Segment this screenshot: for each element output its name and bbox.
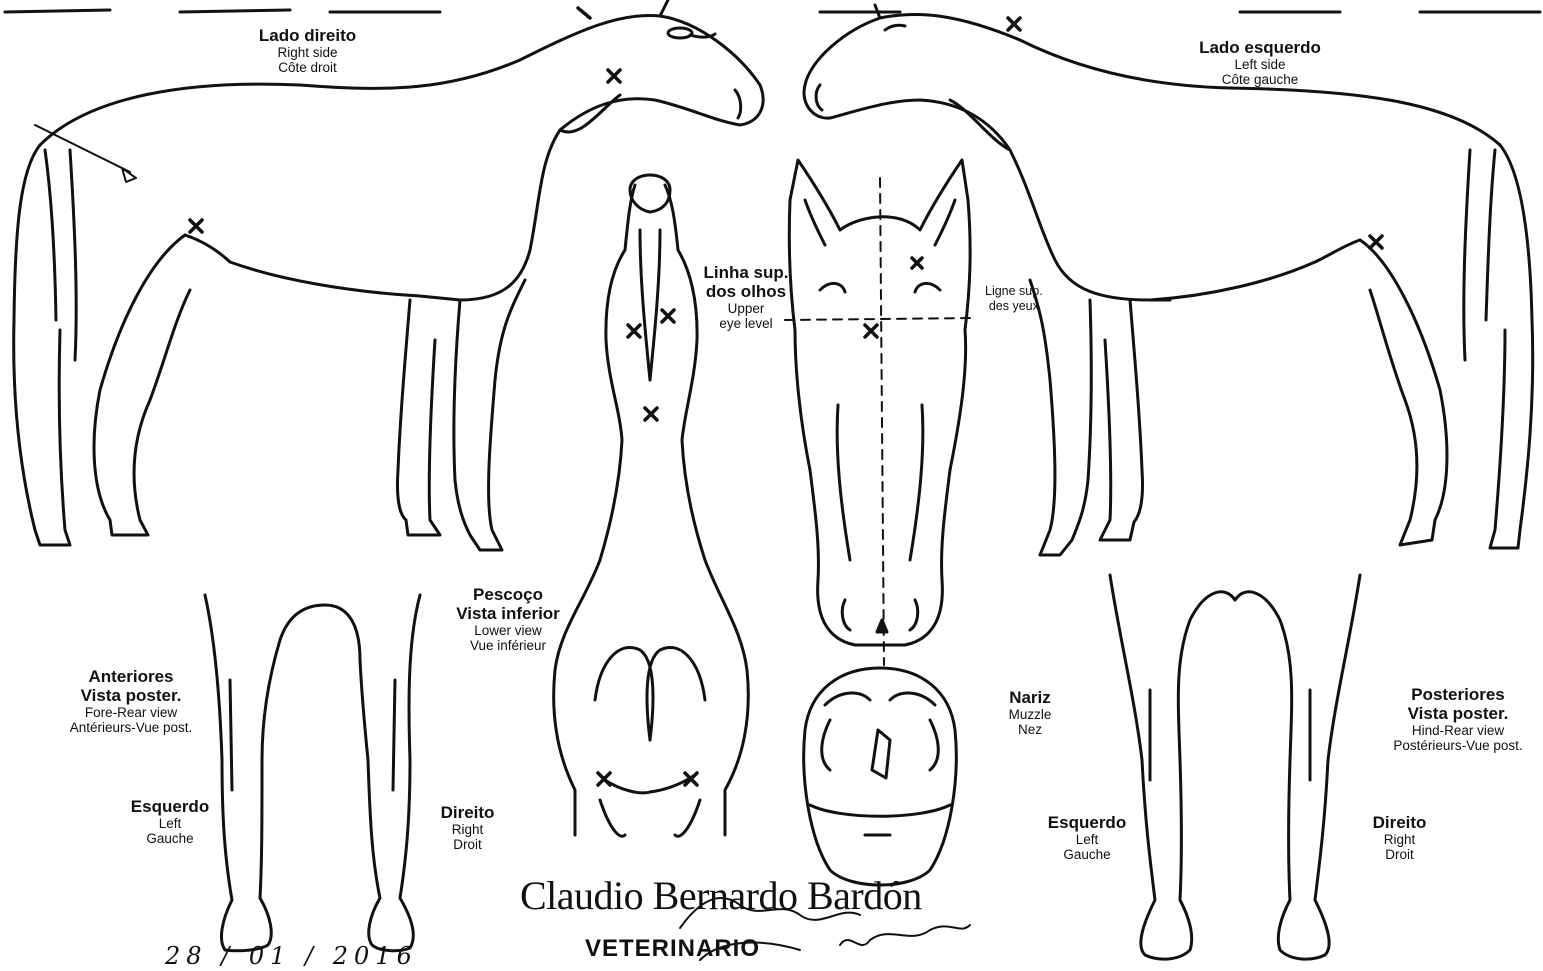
fore-right-en: Right (430, 822, 505, 837)
eye-level-en-1: Upper (696, 301, 796, 316)
eye-level-title-1: Linha sup. (696, 263, 796, 282)
right-side-fr: Côte droit (240, 60, 375, 75)
horse-left-side-outline (804, 5, 1533, 555)
hind-right-en: Right (1362, 832, 1437, 847)
fore-left-fr: Gauche (125, 831, 215, 846)
hind-left-fr: Gauche (1042, 847, 1132, 862)
neck-title-1: Pescoço (443, 585, 573, 604)
hind-rear-label: Posteriores Vista poster. Hind-Rear view… (1378, 685, 1538, 753)
horse-right-side-outline (14, 0, 763, 550)
fore-left-label: Esquerdo Left Gauche (125, 797, 215, 846)
hind-legs-rear-view-outline (1110, 575, 1360, 959)
eye-level-en-2: eye level (696, 316, 796, 331)
fore-rear-label: Anteriores Vista poster. Fore-Rear view … (56, 667, 206, 735)
neck-label: Pescoço Vista inferior Lower view Vue in… (443, 585, 573, 653)
fore-rear-title-1: Anteriores (56, 667, 206, 686)
handwritten-date: 28 / 01 / 2016 (165, 942, 418, 970)
veterinarian-stamp-name: Claudio Bernardo Bardón (520, 872, 922, 919)
hind-right-title: Direito (1362, 813, 1437, 832)
hind-rear-title-1: Posteriores (1378, 685, 1538, 704)
fore-legs-rear-view-outline (205, 595, 420, 951)
eye-level-fr-1: Ligne sup. (985, 284, 1043, 299)
hind-rear-title-2: Vista poster. (1378, 704, 1538, 723)
left-side-fr: Côte gauche (1185, 72, 1335, 87)
neck-title-2: Vista inferior (443, 604, 573, 623)
muzzle-outline (804, 668, 957, 885)
fore-right-label: Direito Right Droit (430, 803, 505, 852)
fore-left-en: Left (125, 816, 215, 831)
hind-rear-fr: Postérieurs-Vue post. (1378, 738, 1538, 753)
right-side-title: Lado direito (240, 26, 375, 45)
hind-left-title: Esquerdo (1042, 813, 1132, 832)
hind-rear-en: Hind-Rear view (1378, 723, 1538, 738)
hind-left-label: Esquerdo Left Gauche (1042, 813, 1132, 862)
fore-rear-title-2: Vista poster. (56, 686, 206, 705)
veterinarian-stamp-title: VETERINARIO (585, 935, 760, 963)
fore-rear-fr: Antérieurs-Vue post. (56, 720, 206, 735)
fore-right-title: Direito (430, 803, 505, 822)
eye-level-fr-label: Ligne sup. des yeux (985, 284, 1043, 314)
eye-level-fr-2: des yeux (985, 299, 1043, 314)
left-side-label: Lado esquerdo Left side Côte gauche (1185, 38, 1335, 87)
hind-right-label: Direito Right Droit (1362, 813, 1437, 862)
right-side-label: Lado direito Right side Côte droit (240, 26, 375, 75)
neck-en: Lower view (443, 623, 573, 638)
nose-label: Nariz Muzzle Nez (995, 688, 1065, 737)
fore-left-title: Esquerdo (125, 797, 215, 816)
fore-rear-en: Fore-Rear view (56, 705, 206, 720)
left-side-title: Lado esquerdo (1185, 38, 1335, 57)
right-side-en: Right side (240, 45, 375, 60)
top-rule-marks (5, 10, 1540, 12)
x-mark-icon (190, 8, 1382, 785)
nose-fr: Nez (995, 722, 1065, 737)
hind-left-en: Left (1042, 832, 1132, 847)
head-guide-lines (785, 178, 975, 665)
left-side-en: Left side (1185, 57, 1335, 72)
whorl-arrow-icon (35, 125, 136, 182)
eye-level-label: Linha sup. dos olhos Upper eye level (696, 263, 796, 331)
nose-en: Muzzle (995, 707, 1065, 722)
hind-right-fr: Droit (1362, 847, 1437, 862)
fore-right-fr: Droit (430, 837, 505, 852)
neck-fr: Vue inférieur (443, 638, 573, 653)
eye-level-title-2: dos olhos (696, 282, 796, 301)
nose-title: Nariz (995, 688, 1065, 707)
